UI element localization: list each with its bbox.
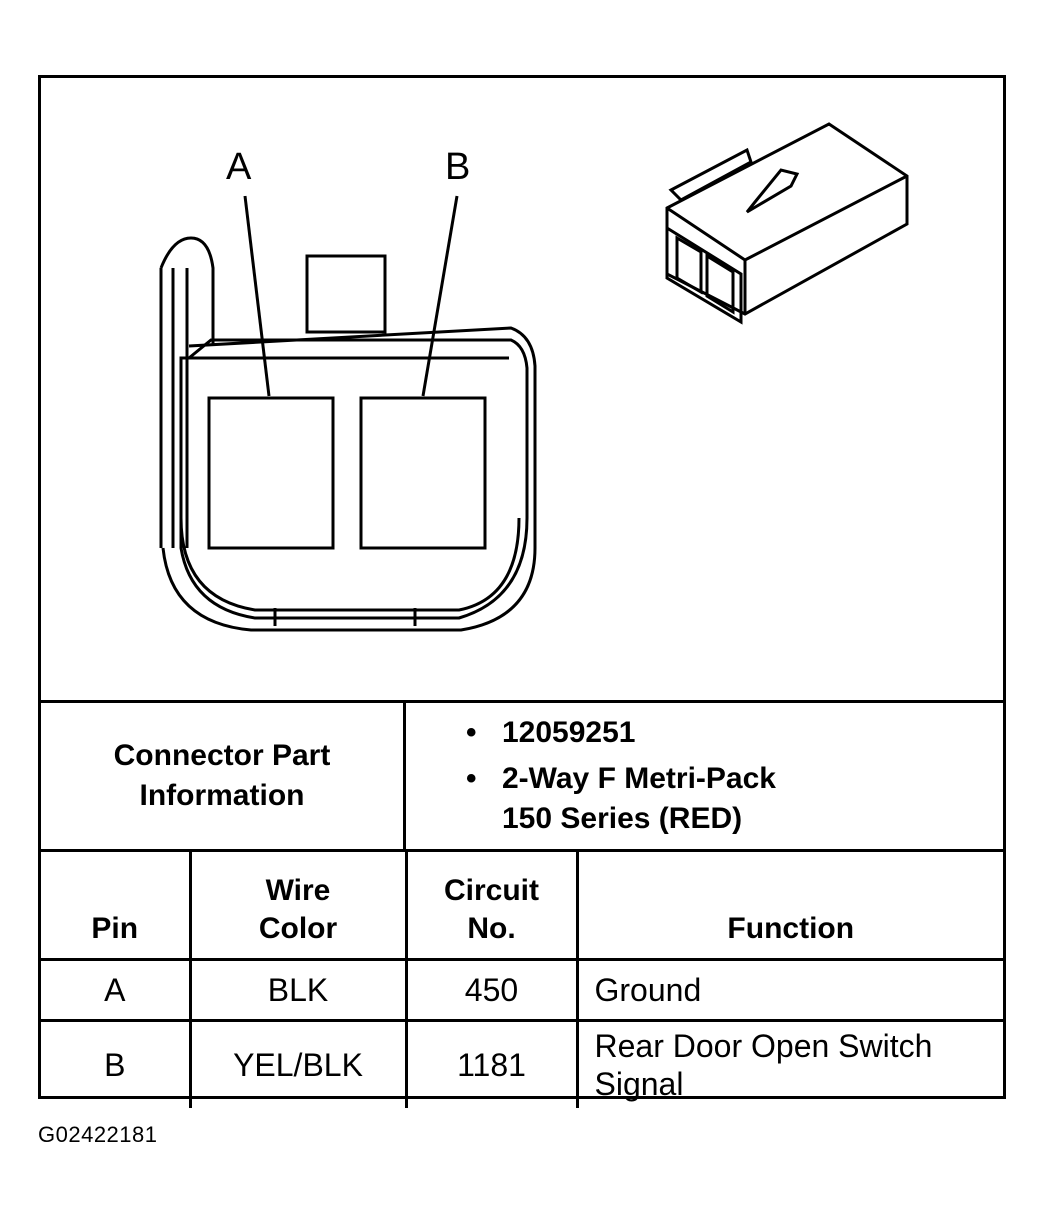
connector-left-post-inner bbox=[171, 268, 189, 548]
connector-bottom-lip bbox=[179, 517, 521, 612]
header-circuit-no: Circuit No. bbox=[404, 852, 579, 961]
iso-cavity-b bbox=[705, 253, 735, 315]
cell-wire-color: YEL/BLK bbox=[188, 1019, 408, 1108]
connector-left-post bbox=[159, 236, 215, 548]
table-row: B YEL/BLK 1181 Rear Door Open Switch Sig… bbox=[41, 1019, 1003, 1108]
connector-figure-frame: A B Connector Part Information • 1205925… bbox=[38, 75, 1006, 1108]
bullet-icon: • bbox=[466, 716, 477, 749]
cell-function: Ground bbox=[575, 958, 1003, 1022]
pin-table-header: Pin Wire Color Circuit No. Function bbox=[41, 852, 1003, 961]
iso-cavity-a bbox=[675, 235, 703, 295]
header-function: Function bbox=[575, 852, 1003, 961]
figure-id: G02422181 bbox=[38, 1122, 158, 1147]
table-row: A BLK 450 Ground bbox=[41, 958, 1003, 1022]
part-number: 12059251 bbox=[502, 716, 636, 749]
connector-latch-tab bbox=[305, 254, 387, 334]
iso-front-face bbox=[665, 225, 743, 325]
connector-housing-inner bbox=[179, 338, 529, 620]
connector-part-info-row: Connector Part Information • 12059251 • … bbox=[41, 700, 1003, 852]
iso-latch-lever bbox=[745, 168, 800, 214]
pin-label-a: A bbox=[226, 146, 252, 188]
description-line1: 2-Way F Metri-Pack bbox=[502, 762, 776, 795]
cavity-a bbox=[207, 396, 335, 550]
bullet-icon: • bbox=[466, 762, 477, 795]
cell-pin: B bbox=[41, 1019, 192, 1108]
leader-line-a bbox=[243, 195, 271, 397]
cell-circuit: 450 bbox=[404, 958, 579, 1022]
connector-isometric-view bbox=[665, 122, 909, 325]
connector-part-info-values: • 12059251 • 2-Way F Metri-Pack 150 Seri… bbox=[406, 703, 1003, 849]
iso-latch-rail bbox=[668, 147, 753, 202]
cell-circuit: 1181 bbox=[404, 1019, 579, 1108]
leader-line-b bbox=[421, 195, 459, 397]
info-label-line2: Information bbox=[139, 779, 305, 812]
header-wire-color: Wire Color bbox=[188, 852, 408, 961]
cavity-b bbox=[359, 396, 487, 550]
cell-wire-color: BLK bbox=[188, 958, 408, 1022]
pin-label-b: B bbox=[445, 146, 471, 188]
cell-function: Rear Door Open Switch Signal bbox=[575, 1019, 1003, 1108]
description-line2: 150 Series (RED) bbox=[502, 802, 743, 835]
pin-table: Pin Wire Color Circuit No. Function A BL… bbox=[41, 852, 1003, 1108]
header-pin: Pin bbox=[41, 852, 192, 961]
info-label-line1: Connector Part bbox=[113, 739, 331, 772]
connector-drawing-area: A B bbox=[41, 78, 1003, 700]
iso-housing-edges bbox=[666, 174, 908, 314]
connector-face-view bbox=[159, 195, 537, 632]
iso-housing-top bbox=[665, 122, 909, 316]
connector-housing-outline bbox=[161, 326, 537, 632]
cell-pin: A bbox=[41, 958, 192, 1022]
connector-part-info-label: Connector Part Information bbox=[41, 703, 406, 849]
